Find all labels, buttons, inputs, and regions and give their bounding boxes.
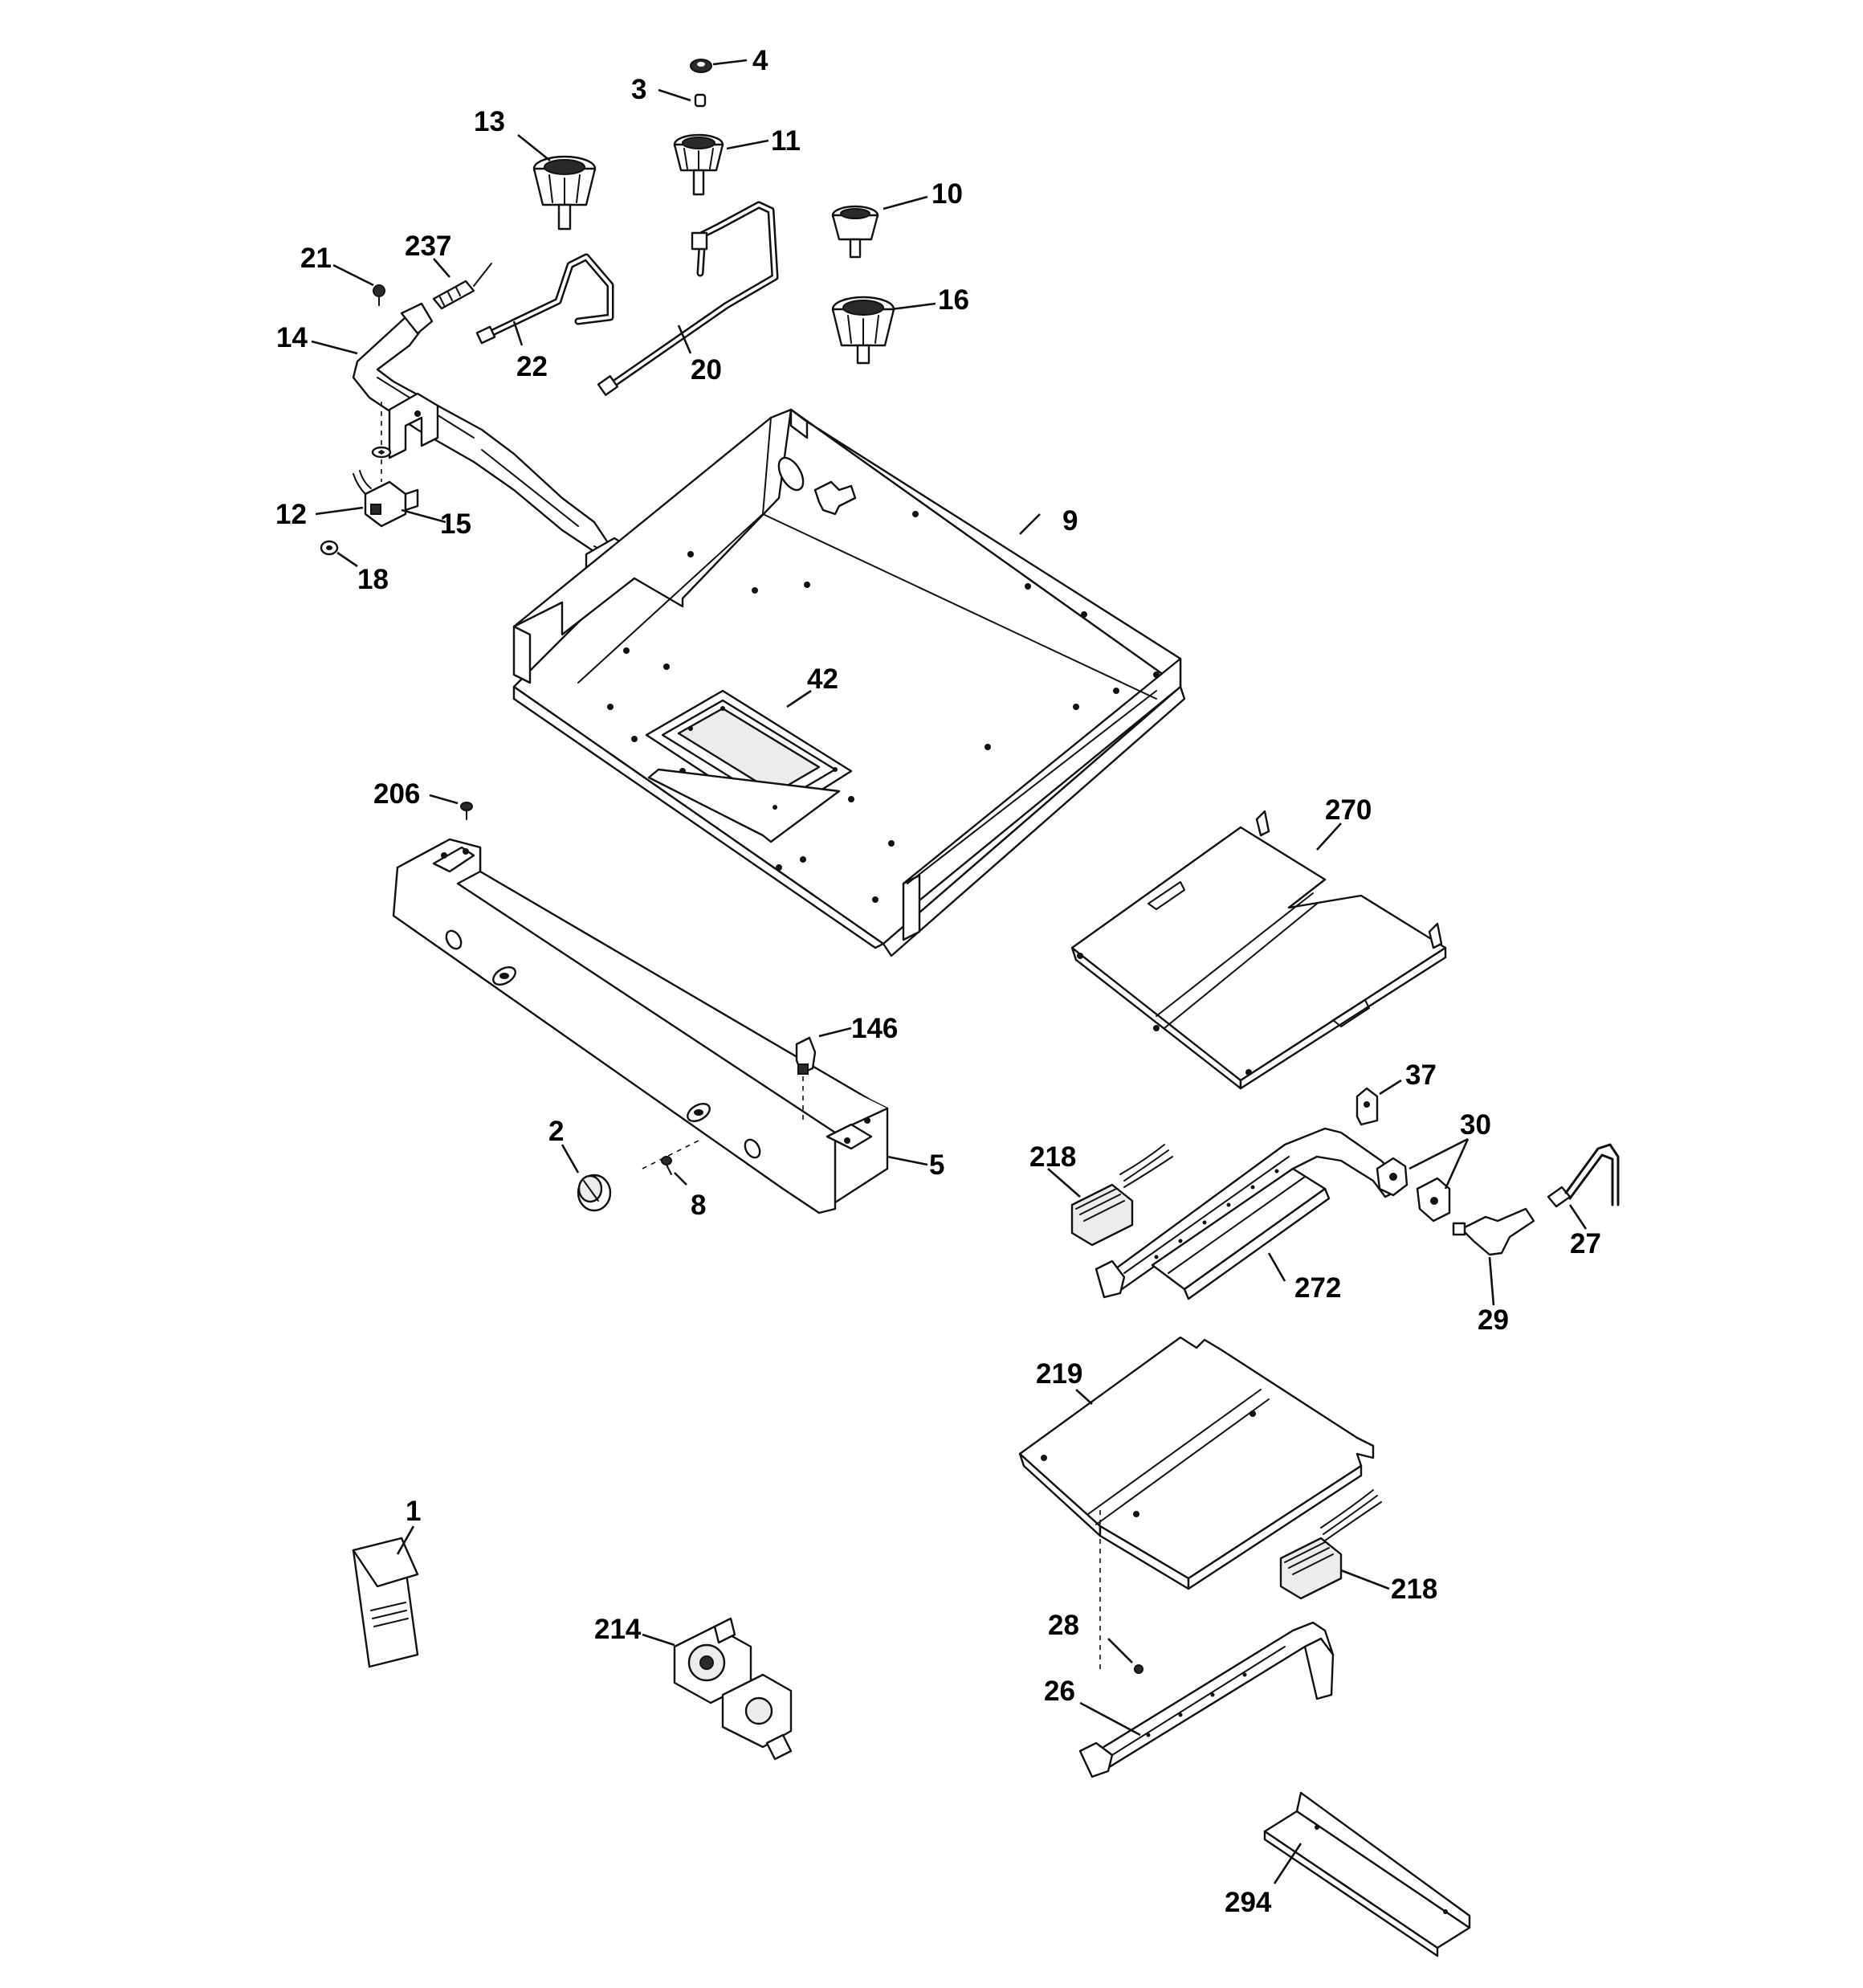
part-29-elbow [1452,1207,1535,1256]
callout-214: 214 [594,1614,642,1645]
callout-16: 16 [938,284,969,316]
part-3-spud [694,93,707,108]
callout-272: 272 [1294,1272,1341,1304]
callout-146: 146 [851,1013,898,1044]
callout-14: 14 [276,322,308,353]
part-42-cover-plate [645,689,853,843]
part-1-literature-kit [352,1537,419,1668]
part-16-burner-head [831,296,895,365]
leader-lines [311,59,1588,1884]
callout-22: 22 [516,351,548,382]
callout-237: 237 [405,231,451,262]
part-294-bracket [1263,1791,1471,1957]
callout-4: 4 [752,45,768,76]
callout-3: 3 [631,74,646,105]
callout-206: 206 [373,778,420,810]
part-26-bake-burner [1078,1621,1335,1778]
part-2-knob [577,1174,612,1212]
callout-26: 26 [1044,1676,1075,1707]
part-10-burner-head [831,205,879,259]
callout-8: 8 [691,1190,706,1221]
callout-9: 9 [1062,505,1078,537]
callout-218-lower: 218 [1391,1574,1437,1605]
part-22-gas-tube [475,253,614,345]
part-20-gas-tube [597,201,779,396]
callout-5: 5 [929,1149,944,1181]
part-270-shield [1070,810,1447,1090]
part-13-burner-head [532,155,597,231]
callout-12: 12 [275,499,307,530]
callout-219: 219 [1036,1358,1082,1390]
part-27-orifice [1547,1143,1620,1208]
part-18-nut [320,540,339,556]
callout-30: 30 [1460,1109,1491,1141]
part-218-igniter-lower [1279,1489,1382,1600]
callout-270: 270 [1325,794,1372,826]
callout-27: 27 [1570,1228,1601,1259]
callout-18: 18 [357,564,389,595]
part-218-igniter-upper [1070,1144,1173,1247]
part-30-air-shutter [1376,1157,1451,1223]
part-219-shield [1018,1336,1375,1590]
callout-2: 2 [548,1116,564,1147]
callout-37: 37 [1405,1059,1437,1091]
part-21-screw [373,284,385,306]
callout-29: 29 [1478,1304,1509,1336]
part-206-screw [460,802,473,820]
callout-42: 42 [807,663,838,695]
part-11-burner-head [673,133,724,196]
callout-13: 13 [474,106,505,137]
part-5-manifold-panel [392,838,889,1214]
callout-20: 20 [691,354,722,386]
callout-11: 11 [771,125,801,157]
callout-218-upper: 218 [1029,1141,1076,1173]
callout-15: 15 [440,508,471,540]
part-146-clip [795,1036,817,1121]
callout-labels: 4 3 11 13 10 16 21 237 14 22 20 12 15 18… [275,45,1601,1918]
part-9-burner-box [512,408,1186,957]
callout-1: 1 [406,1496,421,1527]
callout-294: 294 [1225,1887,1272,1918]
callout-10: 10 [932,178,963,210]
part-214-oven-valve [673,1617,793,1761]
callout-28: 28 [1048,1610,1079,1641]
part-4-nut [690,59,712,73]
part-272-baffle [1151,1167,1331,1300]
part-237-orifice-fitting [432,263,492,310]
part-15-valve [353,470,419,528]
callout-21: 21 [300,243,332,274]
part-8-screw [642,1140,699,1175]
part-37-clip [1355,1087,1379,1126]
part-28-screw [1134,1664,1143,1674]
